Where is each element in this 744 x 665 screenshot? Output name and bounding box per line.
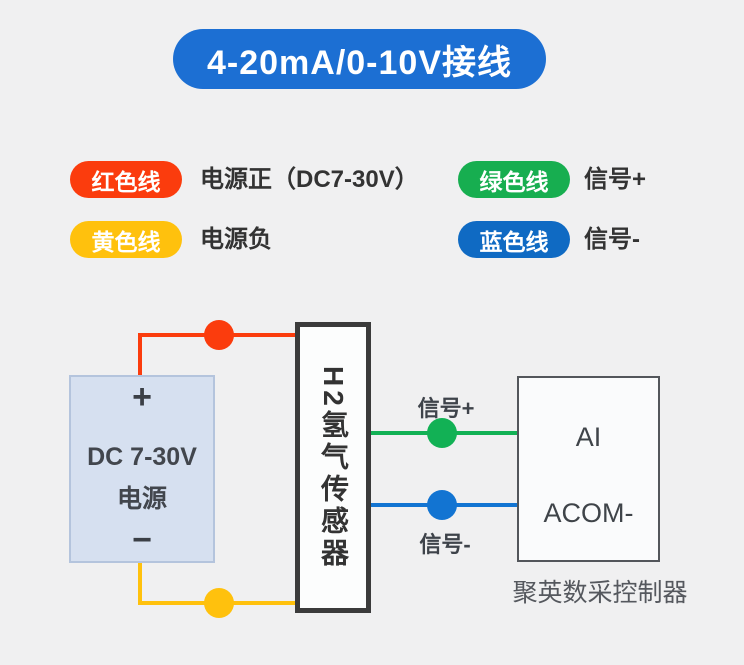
yellow-terminal-dot: [204, 588, 234, 618]
legend-label-power-positive: 电源正（DC7-30V）: [200, 166, 419, 193]
red-terminal-dot: [204, 320, 234, 350]
power-positive-terminal: +: [132, 378, 152, 416]
legend-label-power-negative: 电源负: [200, 226, 272, 253]
controller-port-ai: AI: [575, 422, 602, 452]
power-supply-box: + DC 7-30V 电源 −: [69, 375, 215, 563]
yellow-wire-vertical: [138, 561, 142, 605]
legend-pill-blue-wire: 蓝色线: [458, 221, 570, 258]
controller-box: AI ACOM-: [517, 376, 660, 562]
signal-minus-label: 信号-: [419, 532, 471, 557]
controller-port-acom: ACOM-: [543, 498, 634, 528]
blue-terminal-dot: [427, 490, 457, 520]
legend-pill-red-wire: 红色线: [70, 161, 182, 198]
sensor-label: H2氢气传感器: [318, 365, 349, 570]
page-title: 4-20mA/0-10V接线: [173, 29, 546, 89]
legend-pill-green-wire: 绿色线: [458, 161, 570, 198]
legend-label-signal-minus: 信号-: [584, 226, 640, 253]
controller-caption: 聚英数采控制器: [512, 579, 688, 607]
legend-pill-yellow-wire: 黄色线: [70, 221, 182, 258]
power-negative-terminal: −: [132, 521, 152, 559]
green-terminal-dot: [427, 418, 457, 448]
legend-label-signal-plus: 信号+: [584, 166, 647, 193]
power-supply-voltage: DC 7-30V: [87, 443, 197, 471]
red-wire-vertical: [138, 333, 142, 377]
power-supply-name: 电源: [116, 485, 167, 513]
hydrogen-sensor-box: H2氢气传感器: [295, 322, 371, 613]
signal-plus-label: 信号+: [417, 396, 475, 421]
